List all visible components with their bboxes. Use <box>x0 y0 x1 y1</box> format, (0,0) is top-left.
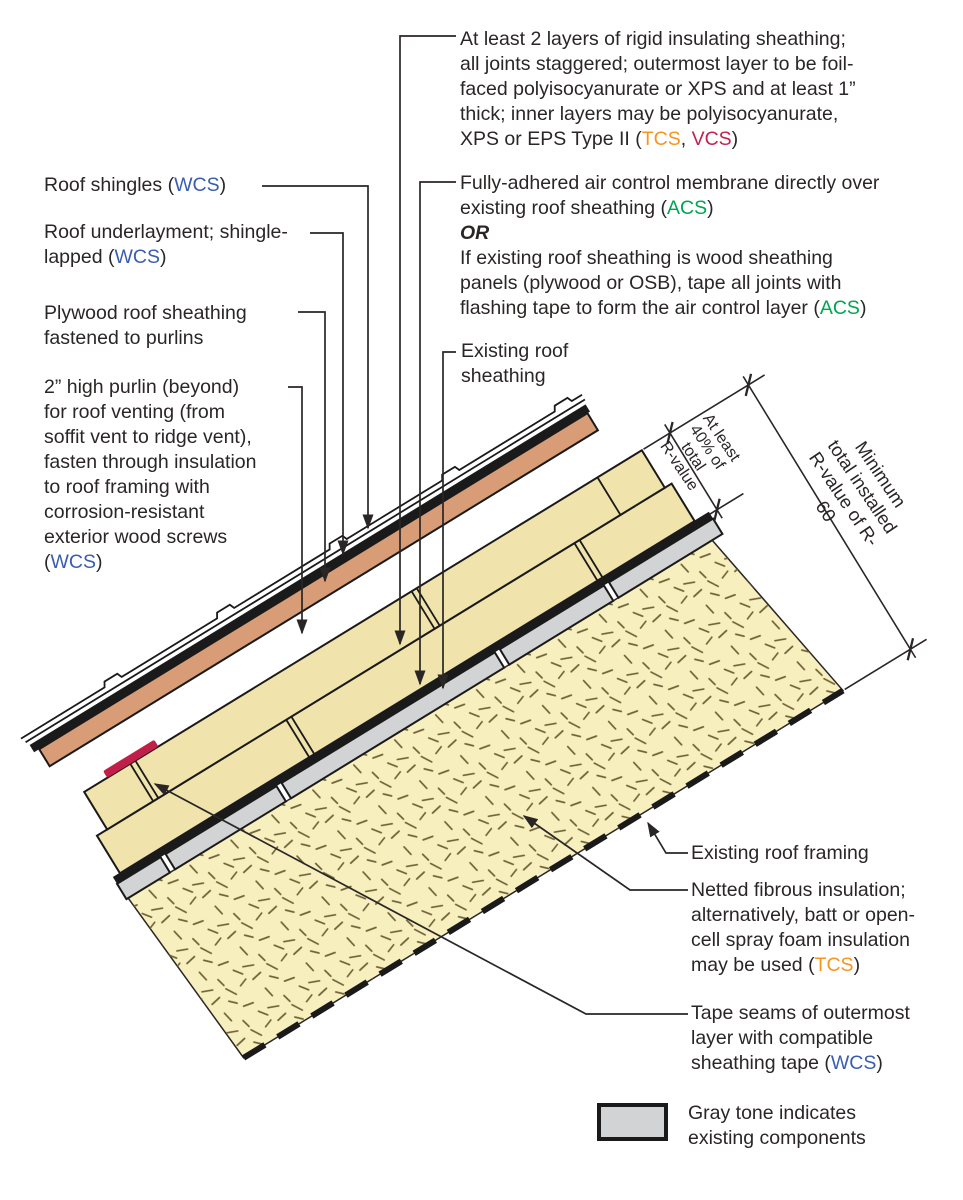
label-underlayment: Roof underlayment; shingle-lapped (WCS) <box>44 221 288 268</box>
air-control-membrane-layer <box>112 511 714 884</box>
label-netted-insulation: Netted fibrous insulation;alternatively,… <box>691 879 916 976</box>
leader-existing-framing <box>647 821 688 854</box>
label-purlin: 2” high purlin (beyond)for roof venting … <box>44 376 257 573</box>
leader-rigid-layers <box>394 35 456 646</box>
leader-netted-insulation <box>522 815 688 891</box>
leader-existing-sheathing <box>437 351 456 690</box>
rigid-insulation-outer-layer <box>82 448 667 831</box>
shingles-lines <box>20 394 586 744</box>
leader-purlin <box>288 386 308 635</box>
label-roof-shingles: Roof shingles (WCS) <box>44 174 227 196</box>
label-rigid-layers: At least 2 layers of rigid insulating sh… <box>460 28 856 150</box>
leader-plywood <box>298 311 331 583</box>
seam-tape <box>103 740 158 778</box>
underlayment-layer <box>29 404 591 753</box>
label-existing-framing: Existing roof framing <box>691 842 869 864</box>
leader-tape-seams <box>153 783 688 1015</box>
leader-roof-shingles <box>262 185 374 530</box>
leader-underlayment <box>310 232 349 556</box>
legend-gray-swatch <box>597 1103 668 1141</box>
leader-air-membrane <box>414 181 456 686</box>
existing-sheathing-layer <box>115 517 724 901</box>
leader-lines <box>153 35 688 1015</box>
dimension-lines <box>643 373 927 691</box>
label-air-membrane: Fully-adhered air control membrane direc… <box>460 172 880 319</box>
